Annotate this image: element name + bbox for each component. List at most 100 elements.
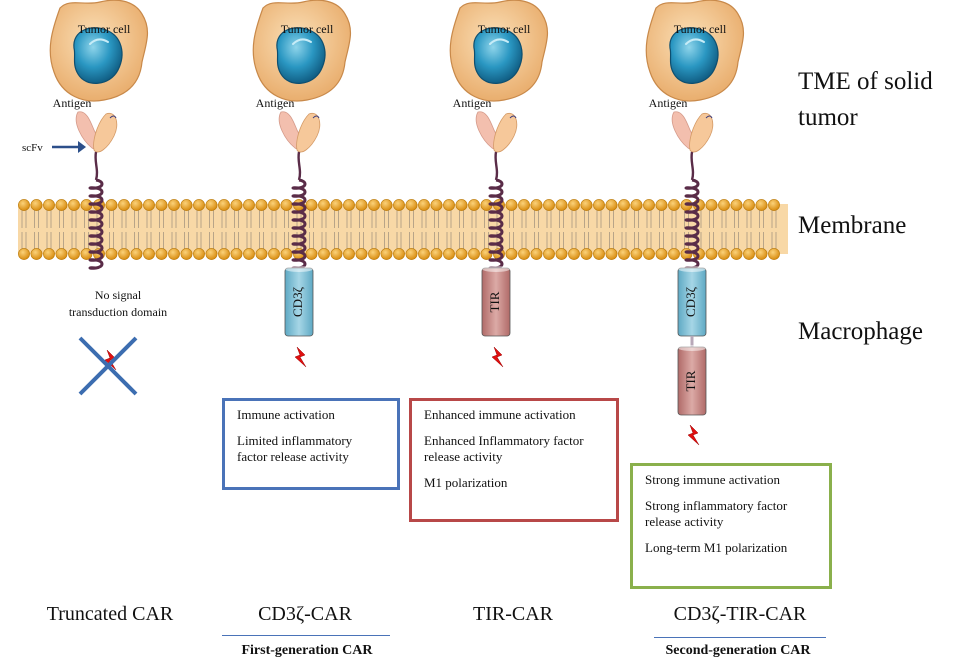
transmembrane-helix [88,178,104,270]
lipid-head [355,248,368,260]
lipid-head [118,199,130,211]
membrane-label: Membrane [798,212,907,239]
lipid-head [305,199,318,211]
lipid-head [218,248,230,260]
signal-bolt-icon [687,424,700,446]
lipid-head [18,248,30,260]
effect-text: Long-term M1 polarization [645,540,788,555]
lipid-head [318,248,330,260]
lipid-head [443,248,455,260]
lipid-head [30,248,43,260]
car-receptor [671,111,714,270]
scfv-lobe [93,112,118,153]
effects-box-first-generation: Immune activation Limited inflammatory f… [222,398,400,490]
lipid-head [518,199,530,211]
lipid-head [105,199,118,211]
lipid-head [593,248,605,260]
hinge-stalk [494,151,499,181]
lipid-head [755,248,768,260]
tir-domain-cap [482,266,510,272]
lipid-head [768,248,780,260]
tumor-nucleus [473,27,523,84]
lipid-head [30,199,43,211]
lipid-head [468,199,480,211]
scfv-hinge [109,115,117,119]
tumor-cell-label: Tumor cell [78,22,131,36]
lipid-head [705,248,718,260]
lipid-head [330,248,343,260]
tme-label-line1: TME of solid [798,68,933,95]
effects-box-second-generation: Strong immune activation Strong inflamma… [630,463,832,589]
antigen-label: Antigen [453,96,492,110]
lipid-head [643,199,655,211]
lipid-head [130,199,143,211]
lipid-head [143,199,155,211]
cd3z-tir-car-title: CD3ζ-TIR-CAR [673,603,807,625]
effect-text: Immune activation [237,407,335,422]
lipid-head [155,248,168,260]
lipid-head [580,248,593,260]
lipid-head [105,248,118,260]
tumor-nucleus [73,27,123,84]
antigen-label: Antigen [649,96,688,110]
lipid-head [555,248,568,260]
lipid-head [405,199,418,211]
lipid-head [730,248,743,260]
lipid-head [230,248,243,260]
lipid-head [568,248,580,260]
lipid-head [230,199,243,211]
lipid-head [355,199,368,211]
lipid-head [480,248,493,260]
lipid-head [143,248,155,260]
macrophage-label: Macrophage [798,318,923,345]
tir-domain: TIR [481,266,511,337]
lipid-head [243,248,255,260]
lipid-head [130,248,143,260]
nucleus-highlight [292,38,312,45]
lipid-head [705,199,718,211]
lipid-head [443,199,455,211]
lipid-head [605,248,618,260]
tumor-cell-label: Tumor cell [478,22,531,36]
transmembrane-helix [488,178,504,270]
lipid-head [418,248,430,260]
lipid-head [268,199,280,211]
effects-box-tir: Enhanced immune activation Enhanced Infl… [409,398,619,522]
lipid-head [730,199,743,211]
tir-domain: TIR [677,345,707,416]
lipid-head [168,199,180,211]
lipid-head [218,199,230,211]
lipid-head [468,248,480,260]
lipid-head [205,199,218,211]
tir-domain-label: TIR [683,370,698,391]
lipid-head [380,199,393,211]
lipid-head [455,199,468,211]
lipid-head [80,248,93,260]
transmembrane-helix [291,178,307,270]
cd3z-domain-cap [678,266,706,272]
lipid-head [168,248,180,260]
lipid-head [718,199,730,211]
effect-text: M1 polarization [424,475,508,490]
cell-membrane [18,199,788,260]
lipid-head [743,248,755,260]
signal-bolt-icon [491,346,504,368]
lipid-head [743,199,755,211]
lipid-head [268,248,280,260]
lipid-head [255,199,268,211]
cd3z-domain-label: CD3ζ [683,286,698,317]
lipid-head [68,248,80,260]
lipid-head [568,199,580,211]
truncated-car-title: Truncated CAR [46,603,174,625]
lipid-head [193,199,205,211]
hinge-stalk [690,151,695,181]
tumor-cell-label: Tumor cell [674,22,727,36]
cross-icon [78,336,138,396]
lipid-head [618,199,630,211]
lipid-head [655,199,668,211]
lipid-head [318,199,330,211]
effect-text: Strong inflammatory factor release activ… [645,498,788,529]
